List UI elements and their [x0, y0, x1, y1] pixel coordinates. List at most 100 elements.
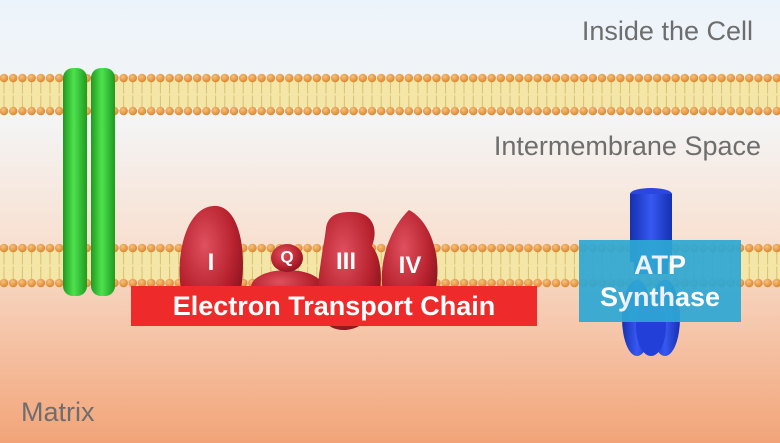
lipid-head [597, 73, 607, 83]
lipid-head [146, 73, 156, 83]
lipid-head [579, 106, 588, 116]
lipid-head [183, 106, 193, 116]
lipid-head [468, 278, 478, 288]
lipid-head [616, 106, 625, 116]
lipid-head [36, 73, 46, 83]
lipid-head [0, 243, 9, 253]
lipid-head [689, 73, 699, 83]
lipid-head [763, 106, 772, 116]
lipid-head [229, 73, 239, 83]
lipid-head [514, 278, 524, 288]
lipid-head [478, 106, 487, 116]
lipid-head [137, 243, 147, 253]
lipid-head [294, 73, 303, 83]
lipid-head [524, 278, 533, 288]
lipid-head [560, 278, 570, 288]
lipid-head [128, 73, 138, 83]
lipid-head [754, 243, 763, 253]
lipid-head [165, 243, 174, 253]
lipid-head [754, 278, 763, 288]
lipid-head [533, 243, 542, 253]
lipid-head [689, 106, 699, 116]
lipid-head [468, 106, 478, 116]
lipid-head [441, 278, 450, 288]
lipid-head [735, 73, 745, 83]
complex-i-label: I [207, 249, 215, 276]
lipid-head [570, 106, 579, 116]
lipid-head [202, 106, 211, 116]
lipid-head [8, 243, 18, 253]
lipid-head [570, 243, 579, 253]
lipid-head [183, 73, 193, 83]
outer-membrane [0, 73, 780, 116]
lipid-head [726, 73, 736, 83]
lipid-head [128, 243, 138, 253]
lipid-head [156, 106, 165, 116]
lipid-head [119, 278, 128, 288]
lipid-head [27, 106, 36, 116]
complex-iv-label: IV [398, 252, 422, 279]
lipid-head [514, 243, 524, 253]
lipid-head [698, 73, 708, 83]
lipid-head [524, 243, 533, 253]
lipid-head [229, 106, 239, 116]
lipid-head [146, 243, 156, 253]
lipid-head [18, 278, 27, 288]
lipid-head [367, 73, 377, 83]
lipid-head [459, 73, 469, 83]
lipid-head [487, 106, 496, 116]
lipid-head [128, 106, 138, 116]
lipid-head [662, 73, 671, 83]
lipid-head [625, 106, 634, 116]
lipid-head [146, 278, 156, 288]
lipid-head [468, 73, 478, 83]
lipid-head [238, 73, 248, 83]
lipid-head [36, 106, 46, 116]
lipid-head [248, 73, 257, 83]
lipid-head [275, 73, 285, 83]
lipid-head [514, 73, 524, 83]
atp-synthase-label: ATP Synthase [579, 240, 741, 322]
lipid-head [8, 106, 18, 116]
lipid-head [367, 106, 377, 116]
lipid-head [763, 73, 772, 83]
lipid-head [487, 243, 496, 253]
lipid-head [321, 106, 331, 116]
lipid-head [570, 278, 579, 288]
lipid-head [441, 106, 450, 116]
lipid-head [505, 243, 515, 253]
lipid-head [754, 73, 763, 83]
lipid-head [312, 243, 322, 253]
lipid-head [137, 106, 147, 116]
lipid-head [459, 106, 469, 116]
lipid-head [220, 73, 230, 83]
ubiquinone-label: Q [280, 247, 294, 267]
lipid-head [533, 106, 542, 116]
lipid-head [422, 106, 432, 116]
lipid-head [478, 278, 487, 288]
lipid-head [487, 278, 496, 288]
lipid-head [468, 243, 478, 253]
lipid-head [524, 73, 533, 83]
lipid-head [744, 106, 754, 116]
lipid-head [45, 73, 55, 83]
channel-cylinder-right [91, 68, 115, 296]
lipid-head [174, 106, 184, 116]
channel-cylinder-left [63, 68, 87, 296]
lipid-head [505, 73, 515, 83]
lipid-head [505, 106, 515, 116]
lipid-head [248, 243, 257, 253]
lipid-head [128, 278, 138, 288]
lipid-head [174, 243, 184, 253]
lipid-head [496, 243, 506, 253]
lipid-head [643, 106, 653, 116]
lipid-head [192, 106, 202, 116]
lipid-head [597, 106, 607, 116]
lipid-head [395, 106, 404, 116]
lipid-head [0, 73, 9, 83]
lipid-head [386, 73, 395, 83]
ubiquinone-shape [271, 244, 303, 272]
lipid-head [156, 278, 165, 288]
